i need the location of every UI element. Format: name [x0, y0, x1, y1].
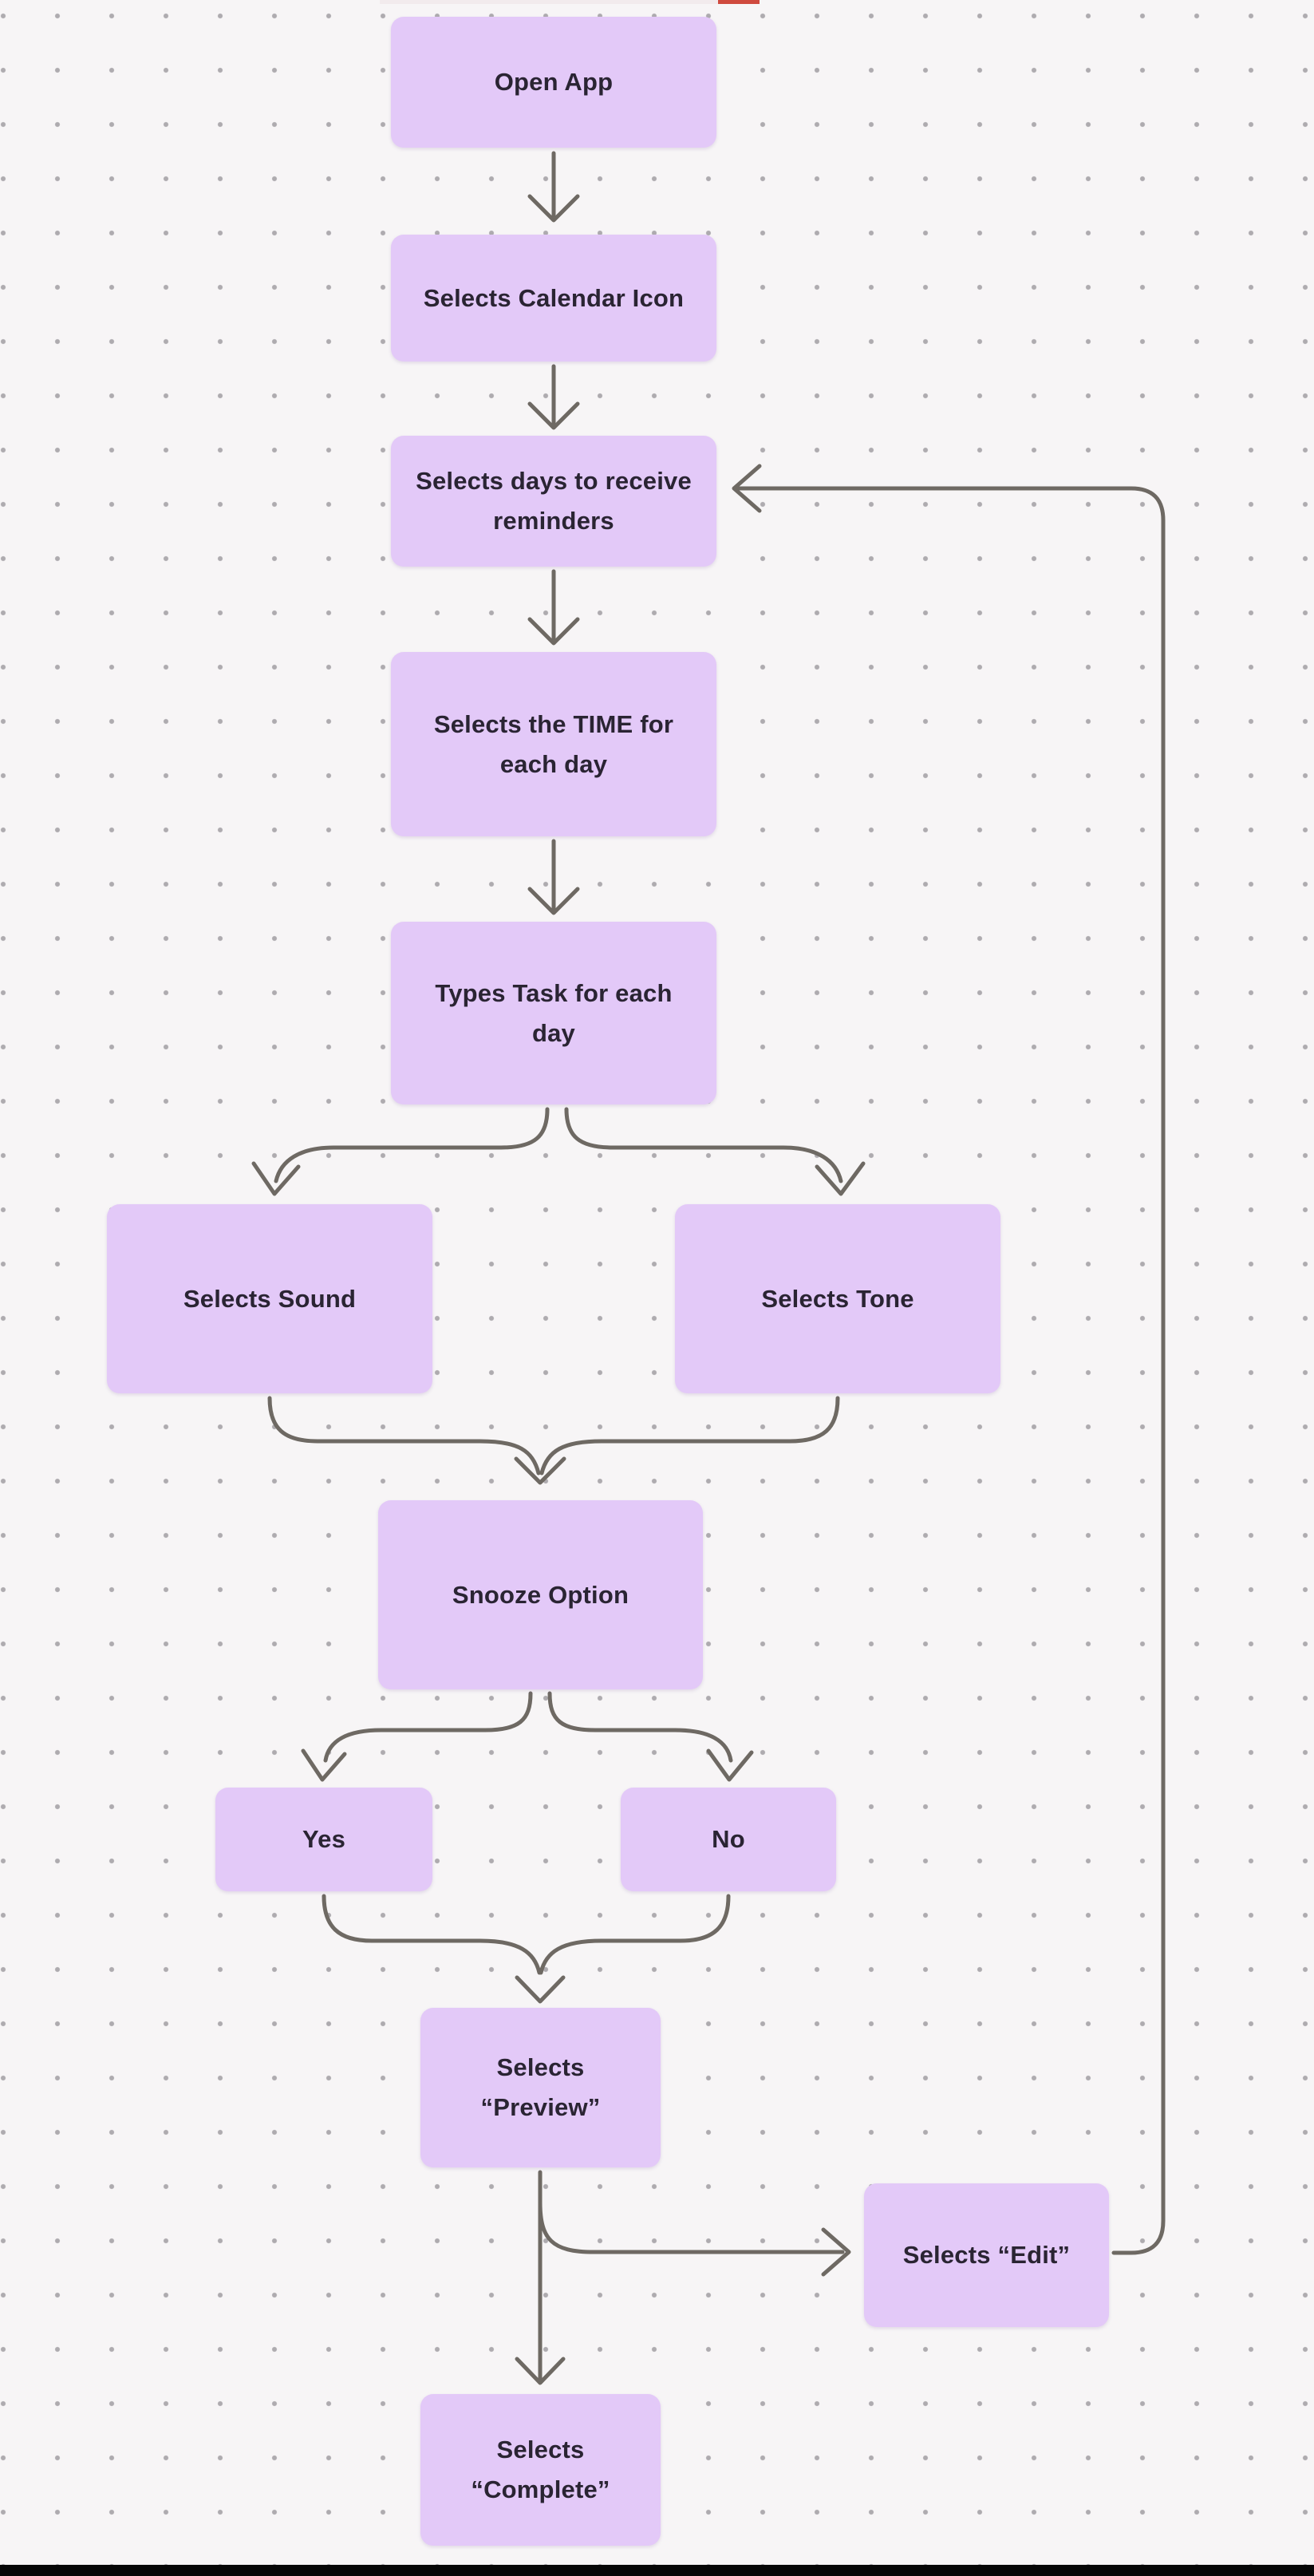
flow-node-selects-tone[interactable]: Selects Tone	[675, 1204, 1000, 1393]
node-label: each day	[499, 749, 608, 778]
node-label: Types Task for each	[435, 978, 673, 1007]
video-progress-accent	[718, 0, 760, 4]
connector-preview-edit	[538, 2200, 851, 2277]
node-label: No	[712, 1825, 745, 1853]
connector-preview-complete	[515, 2170, 566, 2385]
node-label: Selects Sound	[183, 1284, 357, 1313]
node-label: Selects Calendar Icon	[423, 283, 685, 312]
connector-task-sound	[251, 1107, 550, 1196]
node-label: Selects “Edit”	[902, 2241, 1071, 2269]
node-label: reminders	[493, 507, 614, 535]
connector-tone-snooze	[514, 1396, 840, 1485]
flow-node-selects-preview[interactable]: Selects “Preview”	[420, 2008, 661, 2167]
flow-node-selects-days[interactable]: Selects days to receive reminders	[391, 436, 716, 567]
node-label: “Complete”	[471, 2475, 610, 2503]
connector-time-task	[527, 839, 580, 915]
connector-openapp-calendar	[527, 151, 580, 223]
node-label: Selects	[496, 2053, 585, 2081]
video-progress-strip	[380, 0, 760, 4]
node-label: Selects days to receive	[416, 467, 692, 495]
flow-node-selects-sound[interactable]: Selects Sound	[107, 1204, 432, 1393]
connector-task-tone	[564, 1107, 866, 1196]
node-label: Selects the TIME for	[433, 709, 674, 738]
flow-node-types-task[interactable]: Types Task for each day	[391, 922, 716, 1104]
connector-yes-preview	[322, 1894, 542, 1975]
node-label: Open App	[494, 68, 614, 96]
flow-node-selects-edit[interactable]: Selects “Edit”	[864, 2183, 1109, 2327]
letterbox-bar	[0, 2565, 1314, 2576]
connector-sound-snooze	[267, 1396, 541, 1476]
connector-calendar-days	[527, 364, 580, 430]
flow-node-selects-time[interactable]: Selects the TIME for each day	[391, 652, 716, 836]
flow-node-snooze-option[interactable]: Snooze Option	[378, 1500, 703, 1689]
node-label: Selects	[496, 2436, 585, 2463]
node-label: day	[531, 1018, 576, 1047]
connector-snooze-no	[547, 1691, 754, 1782]
flow-node-no[interactable]: No	[621, 1788, 836, 1891]
connector-snooze-yes	[301, 1691, 533, 1782]
flow-node-yes[interactable]: Yes	[215, 1788, 432, 1891]
flow-node-open-app[interactable]: Open App	[391, 17, 716, 148]
connector-no-preview	[515, 1894, 731, 2004]
node-label: Selects Tone	[761, 1284, 914, 1313]
node-label: Snooze Option	[452, 1580, 629, 1609]
flow-node-selects-calendar-icon[interactable]: Selects Calendar Icon	[391, 235, 716, 362]
flow-node-selects-complete[interactable]: Selects “Complete”	[420, 2394, 661, 2546]
node-label: Yes	[302, 1825, 346, 1853]
node-label: “Preview”	[480, 2093, 601, 2121]
connector-days-time	[527, 569, 580, 646]
